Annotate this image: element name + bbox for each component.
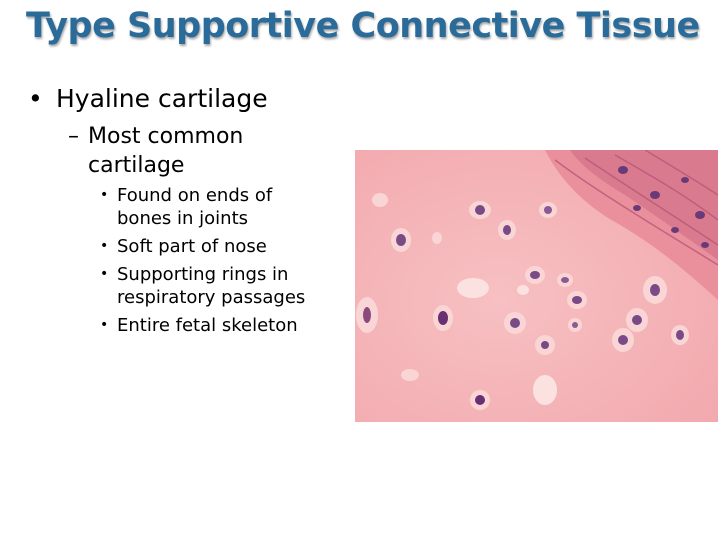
- list-item: • Soft part of nose: [100, 235, 358, 258]
- micrograph-hyaline-cartilage-icon: [355, 149, 719, 422]
- list-item-text: Supporting rings in respiratory passages: [117, 264, 306, 308]
- bullet-list: • Hyaline cartilage – Most common cartil…: [28, 84, 358, 337]
- list-item-text: Soft part of nose: [117, 236, 267, 257]
- sub-bullet-text: Most common cartilage: [88, 124, 244, 178]
- slide-title: Type Supportive Connective Tissue: [26, 6, 700, 46]
- bullet-marker: •: [100, 238, 109, 254]
- list-item: • Found on ends of bones in joints: [100, 184, 358, 230]
- list-item-text: Entire fetal skeleton: [117, 315, 298, 336]
- bullet-marker: •: [100, 317, 109, 333]
- list-item: • Supporting rings in respiratory passag…: [100, 263, 358, 309]
- dash-marker: –: [68, 124, 79, 149]
- list-item-text: Found on ends of bones in joints: [117, 185, 273, 229]
- list-item: • Entire fetal skeleton: [100, 314, 358, 337]
- sub-bullet-item: – Most common cartilage: [68, 122, 358, 180]
- bullet-item-hyaline: • Hyaline cartilage: [28, 84, 358, 114]
- bullet-text: Hyaline cartilage: [56, 84, 268, 113]
- bullet-marker: •: [28, 84, 43, 113]
- bullet-marker: •: [100, 266, 109, 282]
- micrograph-image: [355, 149, 719, 422]
- bullet-marker: •: [100, 187, 109, 203]
